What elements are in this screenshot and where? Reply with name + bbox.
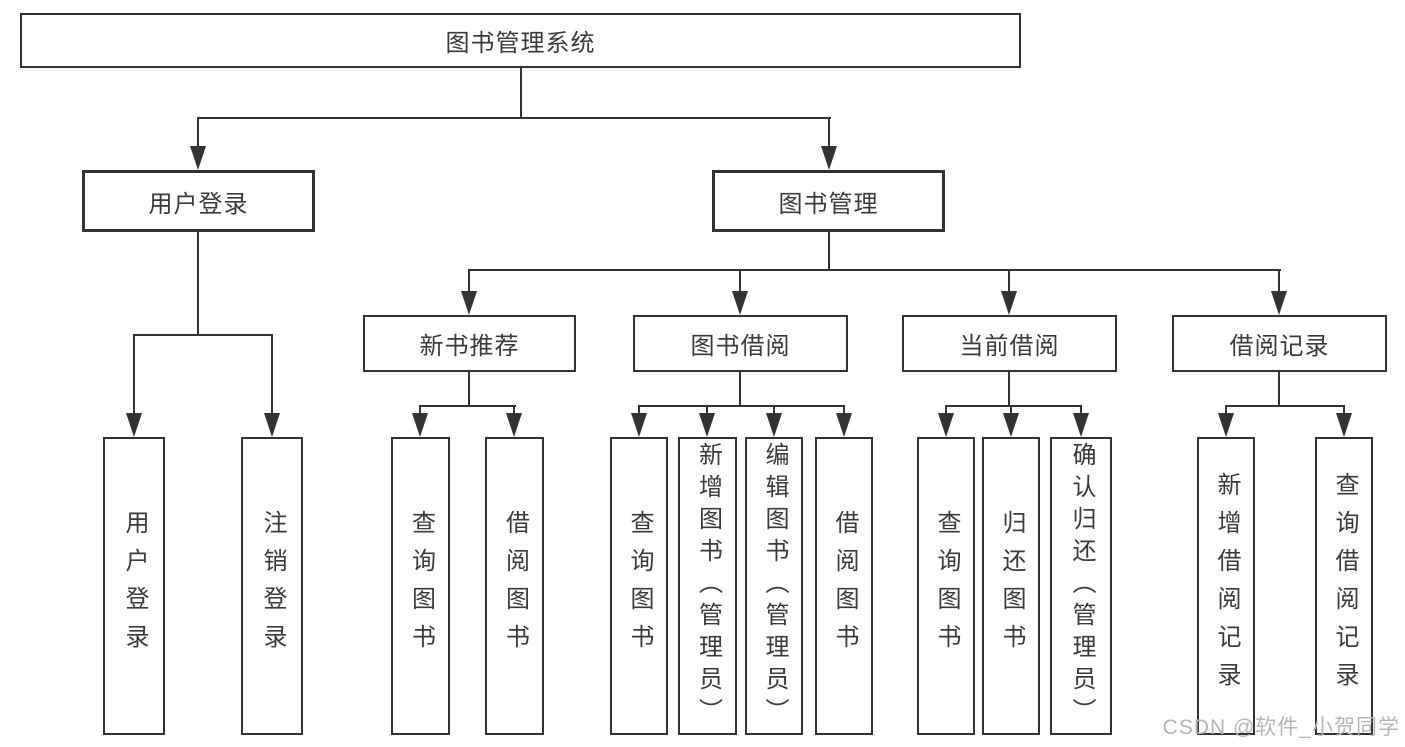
connector-drop-leaf [706,405,708,417]
connector-drop-borrow-record [1278,269,1280,295]
arrowhead-down [264,413,280,437]
arrowhead-down [1003,413,1019,437]
connector-drop-leaf [638,405,640,417]
connector-user-login-bar [133,334,273,336]
connector-drop-leaf [513,405,515,417]
connector-drop-leaf [1080,405,1082,417]
node-user-login: 用户登录 [82,170,315,232]
csdn-watermark: CSDN @软件_小贺同学 [1162,716,1400,739]
leaf-label: 新增图书（管理员） [694,442,722,730]
connector-drop-leaf [419,405,421,417]
arrowhead-down [699,413,715,437]
arrowhead-down [821,146,837,170]
arrowhead-down [126,413,142,437]
node-library-system: 图书管理系统 [20,13,1021,68]
connector-drop-leaf [1343,405,1345,417]
node-label: 图书借阅 [690,333,791,360]
leaf-user-login: 用户登录 [103,437,165,735]
leaf-logout: 注销登录 [241,437,303,735]
leaf-label: 查询借阅记录 [1331,472,1358,700]
leaf-add-borrow-record: 新增借阅记录 [1197,437,1255,735]
connector-drop-leaf [133,334,135,416]
node-label: 新书推荐 [419,333,520,360]
leaf-label: 查询图书 [407,510,435,662]
connector-drop-book-management [828,117,830,149]
arrowhead-down [1218,413,1234,437]
leaf-borrow-books-recommend: 借阅图书 [485,437,544,735]
node-label: 用户登录 [148,190,249,218]
connector-drop-leaf [773,405,775,417]
leaf-label: 查询图书 [626,510,653,662]
node-borrow-records: 借阅记录 [1172,315,1387,372]
node-book-borrow: 图书借阅 [633,315,848,372]
leaf-label: 查询图书 [933,510,960,662]
connector-drop-user-login [197,117,199,149]
connector-book-borrow-stem [739,372,741,407]
connector-drop-leaf [1010,405,1012,417]
connector-drop-leaf [843,405,845,417]
node-label: 当前借阅 [959,333,1060,360]
connector-book-management-bar [468,269,1281,271]
connector-drop-new-book [468,269,470,295]
arrowhead-down [1073,413,1089,437]
connector-drop-current-borrow [1008,269,1010,295]
arrowhead-down [190,146,206,170]
node-current-borrow: 当前借阅 [902,315,1117,372]
connector-borrow-record-bar [1225,405,1345,407]
connector-root-stem [520,68,522,118]
arrowhead-down [1271,291,1287,315]
node-label: 借阅记录 [1229,333,1330,360]
node-label: 图书管理系统 [445,30,596,57]
arrowhead-down [461,291,477,315]
leaf-label: 新增借阅记录 [1213,472,1240,700]
connector-new-book-bar [419,405,516,407]
leaf-label: 借阅图书 [831,510,858,662]
leaf-label: 注销登录 [259,510,286,662]
arrowhead-down [1001,291,1017,315]
leaf-query-books-borrow: 查询图书 [610,437,668,735]
leaf-label: 借阅图书 [501,510,529,662]
leaf-return-books: 归还图书 [982,437,1040,735]
connector-drop-leaf [1225,405,1227,417]
connector-borrow-record-stem [1278,372,1280,407]
arrowhead-down [938,413,954,437]
node-book-management: 图书管理 [712,170,945,232]
leaf-label: 确认归还（管理员） [1068,442,1095,730]
leaf-query-books-recommend: 查询图书 [391,437,450,735]
connector-book-management-stem [828,232,830,271]
leaf-borrow-books: 借阅图书 [815,437,873,735]
leaf-add-books-admin: 新增图书（管理员） [678,437,737,735]
leaf-label: 归还图书 [998,510,1025,662]
leaf-query-borrow-record: 查询借阅记录 [1315,437,1373,735]
arrowhead-down [506,413,522,437]
leaf-confirm-return-admin: 确认归还（管理员） [1050,437,1112,735]
arrowhead-down [766,413,782,437]
connector-drop-leaf [271,334,273,416]
leaf-label: 用户登录 [121,510,148,662]
connector-current-borrow-stem [1008,372,1010,407]
node-new-book-recommend: 新书推荐 [363,315,576,372]
node-label: 图书管理 [778,190,879,218]
connector-current-borrow-bar [945,405,1082,407]
leaf-query-books-current: 查询图书 [917,437,975,735]
connector-root-bar [197,117,831,119]
connector-drop-book-borrow [739,269,741,295]
connector-new-book-stem [468,372,470,407]
arrowhead-down [836,413,852,437]
leaf-label: 编辑图书（管理员） [761,442,788,730]
arrowhead-down [1336,413,1352,437]
arrowhead-down [412,413,428,437]
connector-user-login-stem [197,232,199,336]
connector-book-borrow-bar [638,405,845,407]
arrowhead-down [732,291,748,315]
arrowhead-down [631,413,647,437]
connector-drop-leaf [945,405,947,417]
leaf-edit-books-admin: 编辑图书（管理员） [745,437,803,735]
